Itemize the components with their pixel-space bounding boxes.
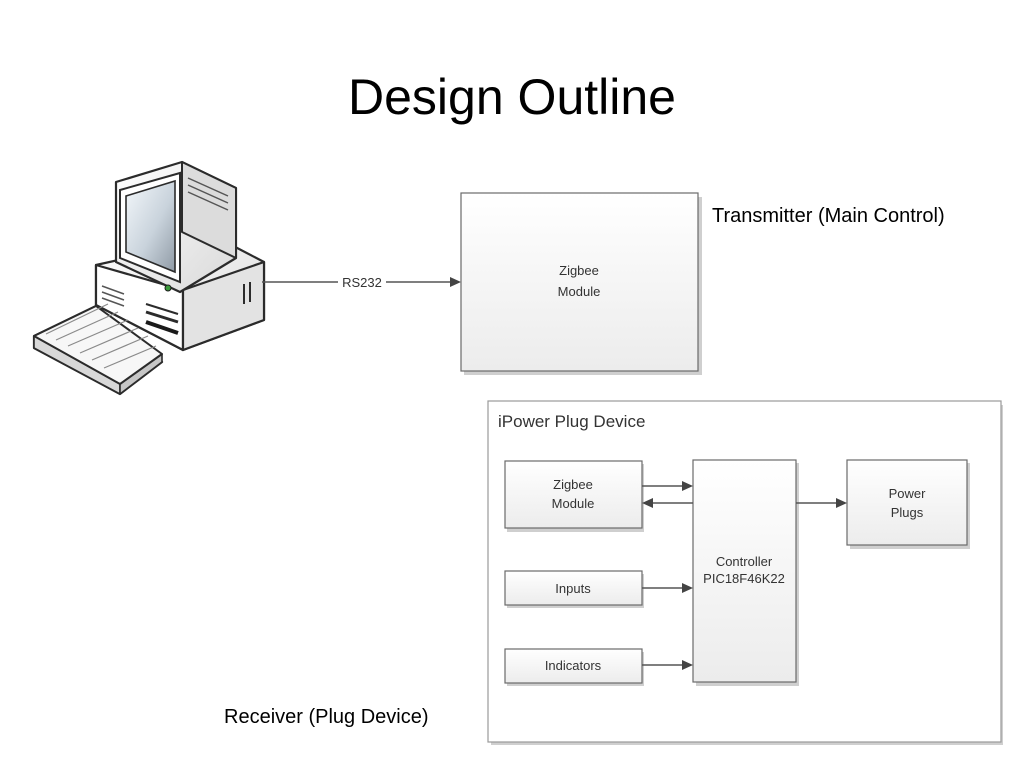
inputs-block	[504, 570, 643, 606]
desktop-computer-icon	[94, 160, 266, 352]
transmitter-zigbee-module-block	[460, 192, 699, 372]
slide-title: Design Outline	[348, 69, 676, 125]
receiver-zigbee-line2: Module	[552, 496, 595, 511]
indicators-block	[504, 648, 643, 684]
controller-block	[692, 459, 797, 683]
power-plugs-line1: Power	[889, 486, 927, 501]
group-title: iPower Plug Device	[498, 412, 645, 431]
transmitter-module-line1: Zigbee	[559, 263, 599, 278]
inputs-label: Inputs	[555, 581, 591, 596]
rs232-connector	[262, 277, 461, 287]
receiver-zigbee-module-block	[504, 460, 643, 529]
transmitter-caption: Transmitter (Main Control)	[712, 205, 945, 227]
keyboard-icon	[32, 303, 164, 396]
indicators-to-controller-arrow	[642, 660, 693, 670]
controller-line2: PIC18F46K22	[703, 571, 785, 586]
transmitter-module-line2: Module	[558, 284, 601, 299]
indicators-label: Indicators	[545, 658, 602, 673]
controller-to-power-plugs-arrow	[796, 498, 847, 508]
receiver-caption: Receiver (Plug Device)	[224, 706, 429, 728]
controller-to-zigbee-arrow	[642, 498, 693, 508]
controller-line1: Controller	[716, 554, 773, 569]
power-plugs-block	[846, 459, 968, 546]
zigbee-to-controller-arrow	[642, 481, 693, 491]
inputs-to-controller-arrow	[642, 583, 693, 593]
power-plugs-line2: Plugs	[891, 505, 924, 520]
rs232-label: RS232	[342, 275, 382, 290]
receiver-zigbee-line1: Zigbee	[553, 477, 593, 492]
